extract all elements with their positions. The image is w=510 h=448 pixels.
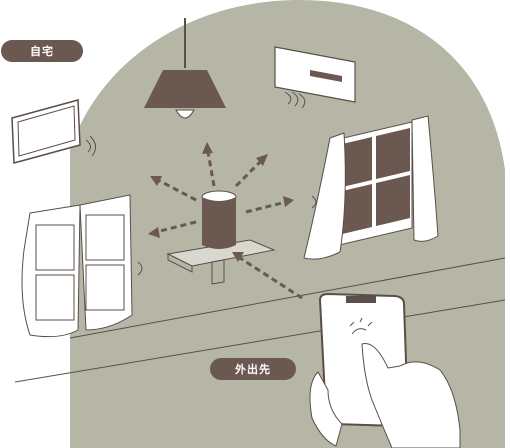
floor-line-upper: [69, 257, 506, 339]
floor-line-lower: [14, 299, 506, 383]
smartphone-hand-icon: [309, 292, 461, 448]
air-conditioner-icon: [274, 46, 356, 109]
television-icon: [11, 99, 96, 164]
arrow-heads: [148, 142, 294, 262]
shelf-icon: [166, 239, 276, 285]
smart-speaker-icon: [201, 190, 237, 249]
curtain-window-right-icon: [303, 115, 439, 260]
pendant-lamp-icon: [144, 18, 226, 119]
outside-label: 外出先: [210, 358, 296, 380]
home-label: 自宅: [1, 40, 83, 62]
signal-arrows: [155, 151, 303, 300]
curtain-window-left-icon: [21, 194, 143, 338]
